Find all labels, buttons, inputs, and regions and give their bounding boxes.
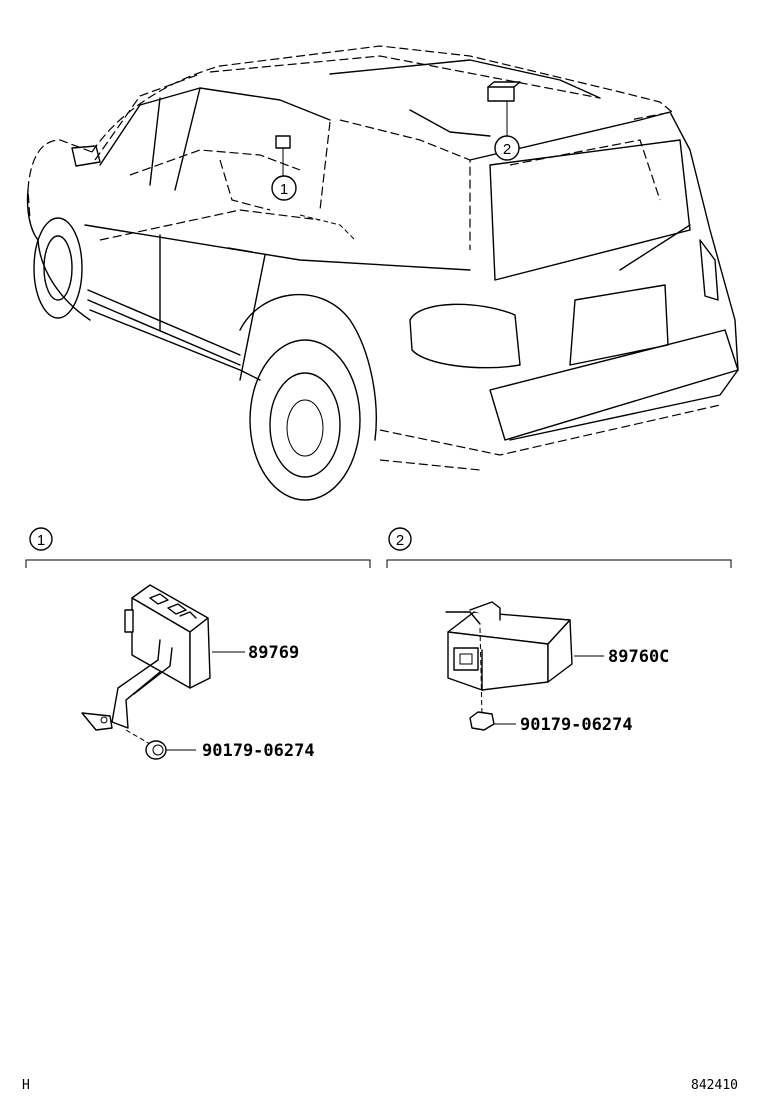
bracket-icon bbox=[81, 639, 173, 731]
svg-text:1: 1 bbox=[280, 181, 288, 198]
part-number-89760c: 89760C bbox=[608, 647, 669, 667]
computer-module-icon bbox=[124, 584, 211, 689]
section-1-bracket-line bbox=[25, 559, 371, 568]
section-2-callout bbox=[388, 527, 412, 551]
part-number-clip-2: 90179-06274 bbox=[520, 715, 633, 735]
vehicle-illustration bbox=[26, 45, 739, 501]
callout-1-vehicle: 1 bbox=[271, 148, 297, 201]
svg-text:2: 2 bbox=[503, 141, 511, 158]
section-1-callout bbox=[29, 527, 53, 551]
footer-left-code: H bbox=[22, 1078, 30, 1093]
footer-right-code: 842410 bbox=[691, 1078, 738, 1093]
section-2-bracket-line bbox=[386, 559, 732, 568]
receiver-module-icon bbox=[445, 601, 573, 691]
section-2-callout-label: 2 bbox=[396, 532, 404, 549]
section-1-callout-label: 1 bbox=[37, 532, 45, 549]
section-1: 1 89769 90179-06274 bbox=[25, 527, 371, 761]
part-number-89769: 89769 bbox=[248, 643, 299, 663]
part-number-clip-1: 90179-06274 bbox=[202, 741, 315, 761]
clip-icon bbox=[145, 740, 167, 760]
clip-icon bbox=[469, 711, 495, 731]
section-2: 2 89760C 90179-06274 bbox=[386, 527, 732, 735]
callout-2-vehicle: 2 bbox=[494, 101, 520, 161]
